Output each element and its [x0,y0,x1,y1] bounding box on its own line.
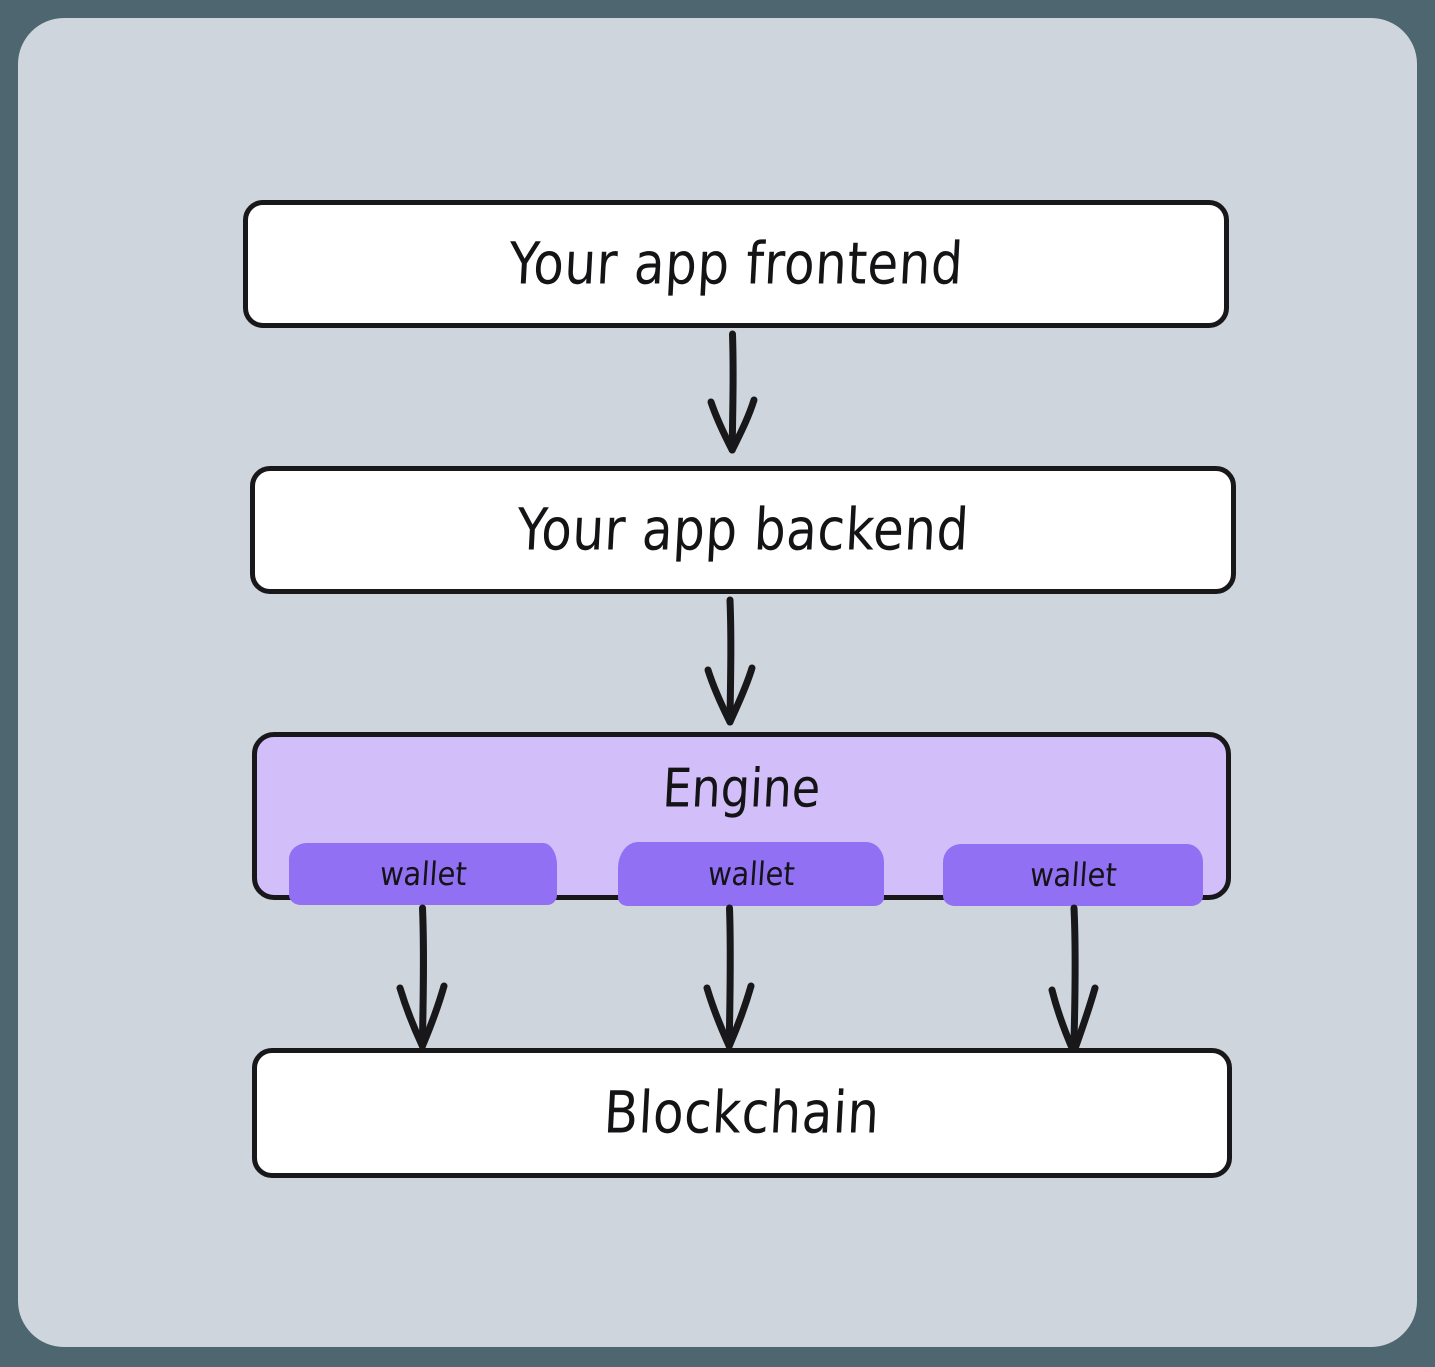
arrow-backend-to-engine [704,596,756,726]
node-blockchain[interactable]: Blockchain [252,1048,1232,1178]
arrow-wallet2-to-blockchain [703,904,755,1050]
node-engine-label: Engine [661,756,822,820]
arrow-wallet1-to-blockchain [396,904,448,1050]
wallet-chip-3[interactable]: wallet [943,844,1203,906]
arrow-wallet3-to-blockchain [1048,904,1099,1054]
wallet-chip-2[interactable]: wallet [618,842,884,906]
node-frontend-label: Your app frontend [507,230,965,298]
node-backend-label: Your app backend [515,496,971,564]
node-blockchain-label: Blockchain [602,1079,882,1147]
diagram-panel: Your app frontend Your app backend Engin… [18,18,1417,1347]
node-engine[interactable]: Engine wallet wallet wallet [252,732,1231,906]
node-your-app-backend[interactable]: Your app backend [250,466,1236,594]
wallet-chip-1[interactable]: wallet [289,843,557,905]
wallet-chip-1-label: wallet [378,854,468,894]
wallet-chip-3-label: wallet [1028,855,1118,895]
wallet-chip-2-label: wallet [706,854,796,894]
arrow-frontend-to-backend [707,330,758,454]
node-your-app-frontend[interactable]: Your app frontend [243,200,1229,328]
